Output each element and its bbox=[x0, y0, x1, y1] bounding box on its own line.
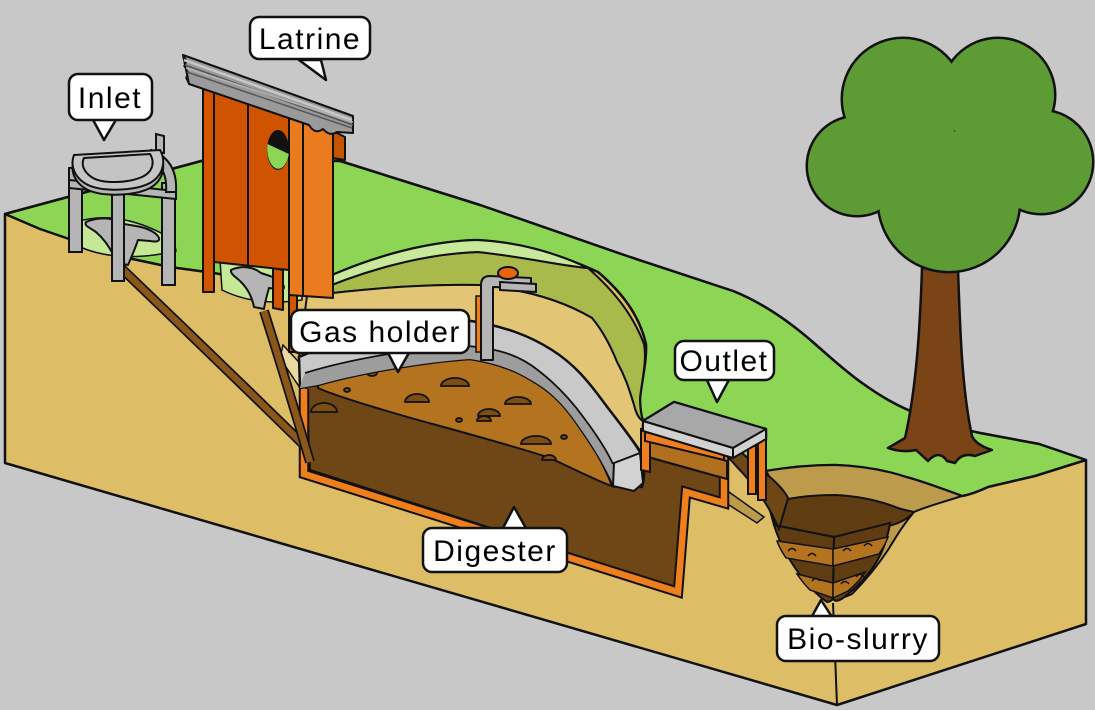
svg-text:Gas holder: Gas holder bbox=[299, 316, 461, 349]
svg-text:Digester: Digester bbox=[433, 535, 557, 568]
svg-text:Latrine: Latrine bbox=[259, 23, 361, 56]
svg-text:Outlet: Outlet bbox=[679, 345, 768, 378]
svg-text:Bio-slurry: Bio-slurry bbox=[787, 623, 929, 656]
svg-text:Inlet: Inlet bbox=[78, 82, 142, 115]
